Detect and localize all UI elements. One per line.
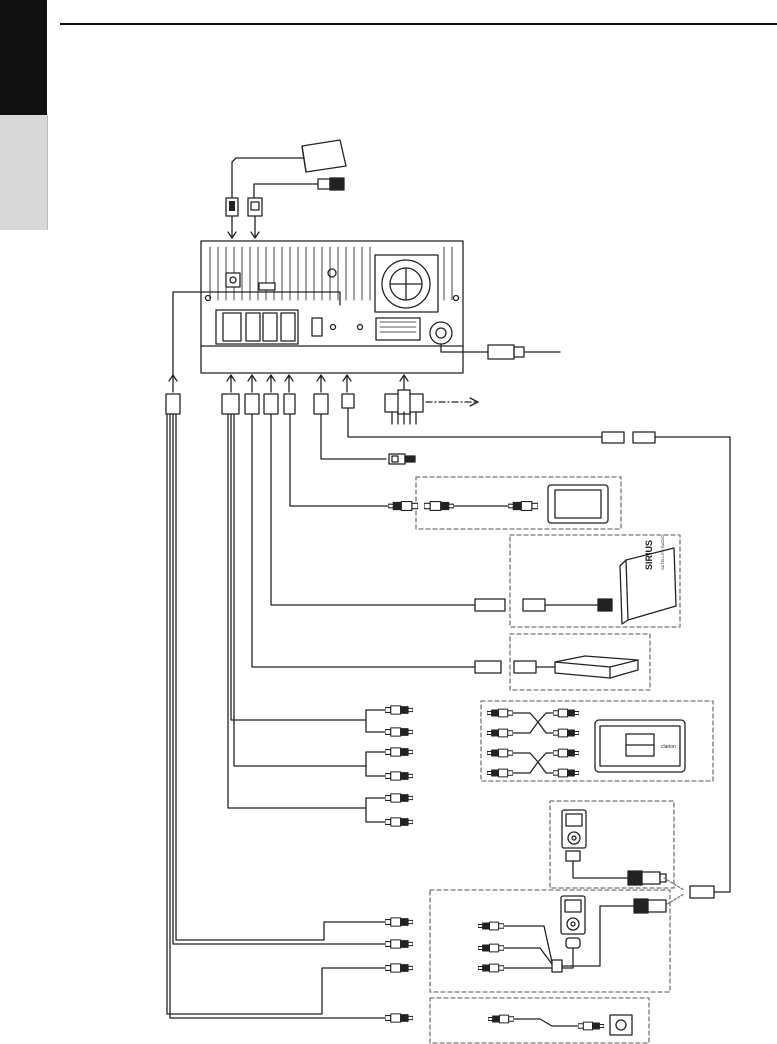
ipod-icon	[562, 810, 628, 878]
rca-plug-icon	[388, 502, 418, 511]
svg-text:SATELLITE RADIO: SATELLITE RADIO	[660, 535, 665, 570]
radio-antenna-plug-icon	[248, 178, 344, 216]
sirius-plug-icon	[523, 599, 545, 611]
display-monitor-icon	[548, 485, 608, 523]
rca-plugs-left	[385, 706, 413, 826]
sirius-plug-icon	[475, 599, 505, 611]
antenna-plug-icon	[488, 345, 560, 359]
ipod-av-cables	[478, 906, 634, 972]
amp-y-cables	[487, 709, 579, 777]
harness-arrows	[169, 375, 408, 392]
head-unit-rear-icon	[201, 241, 463, 373]
mini-jack-icon	[389, 454, 415, 464]
usb-plug-icon	[628, 871, 666, 885]
rca-plug-icon	[508, 502, 538, 511]
sirius-tuner-icon: SIRIUS SATELLITE RADIO	[620, 535, 676, 624]
arrow-down-icon	[228, 216, 236, 238]
usb-plug-icon	[690, 886, 714, 898]
navigation-box-icon	[555, 656, 638, 678]
usb-plug-icon	[634, 899, 666, 913]
rca-plug-icon	[424, 502, 454, 511]
svg-text:SIRIUS: SIRIUS	[644, 540, 654, 570]
svg-text:clarion: clarion	[661, 744, 676, 750]
nav-plug-icon	[475, 661, 501, 673]
video-cable	[290, 414, 388, 506]
power-amplifier-icon: clarion	[595, 720, 685, 772]
ipod-icon	[561, 896, 585, 948]
power-connector-icon	[385, 390, 423, 424]
nav-plug-icon	[514, 661, 536, 673]
aux-cable-icon	[488, 1015, 632, 1035]
arrow-down-icon	[251, 216, 259, 238]
harness-connectors	[166, 394, 354, 414]
nav-cable	[252, 414, 475, 667]
gps-antenna-icon	[226, 140, 346, 216]
